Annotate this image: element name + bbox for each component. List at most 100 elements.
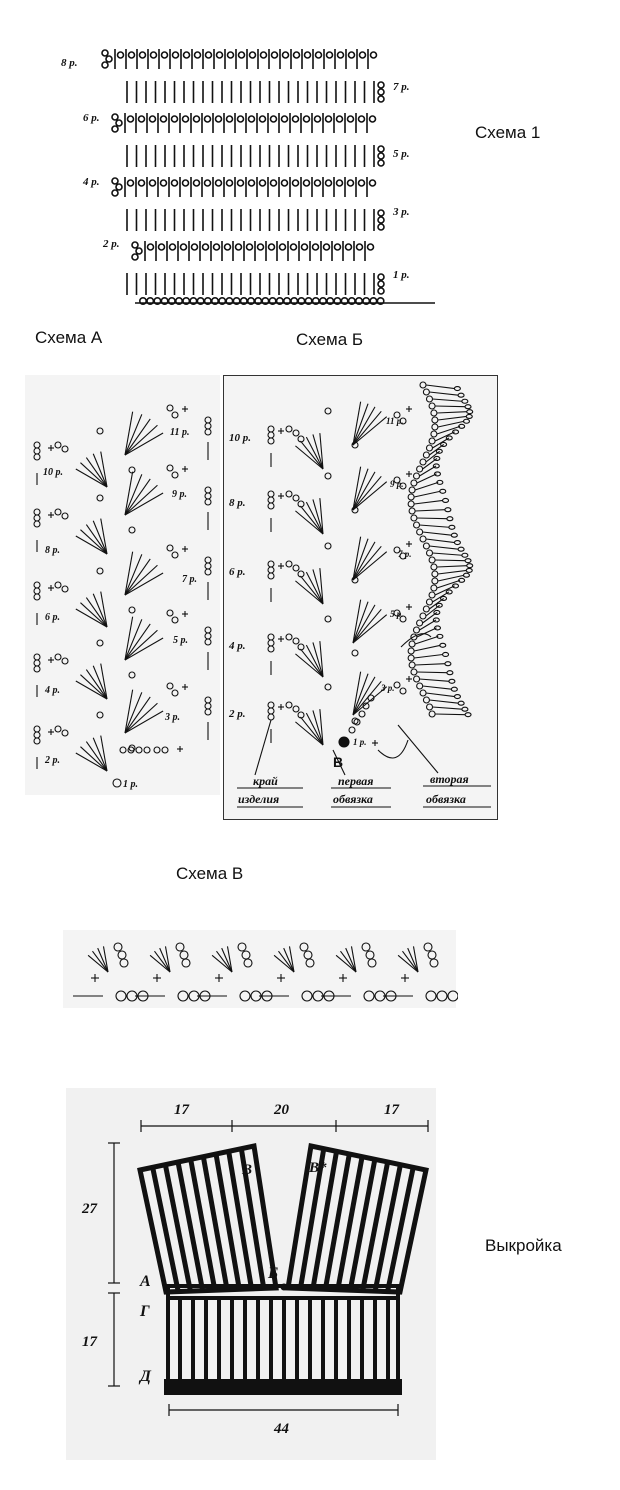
pat-label-g: Г <box>139 1303 150 1320</box>
fan-stitch-line <box>436 565 467 568</box>
pat-dim-top-left: 17 <box>174 1102 190 1118</box>
chain-stitch-symbol <box>203 179 212 187</box>
chain-stitch-symbol <box>96 494 104 502</box>
chain-stitch-symbol <box>429 958 439 968</box>
fan-stitch-line <box>407 947 419 973</box>
chain-stitch-symbol <box>407 654 415 662</box>
picot-symbol <box>450 532 458 538</box>
fan-stitch-line <box>100 518 108 555</box>
fan-stitch-line <box>412 946 419 973</box>
picot-symbol <box>433 471 442 477</box>
chain-stitch-symbol <box>33 587 41 595</box>
chain-stitch-symbol <box>166 609 174 617</box>
chain-stitch-symbol <box>399 552 407 560</box>
s1-row-1: 1 р. <box>393 269 410 281</box>
fan-stitch-line <box>416 517 447 520</box>
sb-row-2: 2 р. <box>228 708 246 720</box>
fan-stitch-line <box>305 712 324 746</box>
sb-fan-9: 9 р. <box>390 479 404 489</box>
fan-stitch-line <box>312 499 324 535</box>
fan-stitch-line <box>124 616 134 661</box>
fan-stitch-line <box>352 410 382 446</box>
chain-stitch-symbol <box>428 710 436 718</box>
fan-stitch-line <box>352 673 369 716</box>
picot-symbol <box>457 546 465 552</box>
leader-line <box>332 749 346 776</box>
chain-stitch-symbol <box>153 746 161 754</box>
fan-stitch-line <box>300 440 324 470</box>
chain-stitch-symbol <box>149 51 158 59</box>
chain-stitch-symbol <box>148 179 157 187</box>
chain-stitch-symbol <box>335 179 344 187</box>
scheme-1-chart: 8 р. 7 р. 6 р. 5 р. 4 р. 3 р. 2 р. 1 р. <box>61 49 435 305</box>
fan-stitch-line <box>350 946 357 973</box>
picot-symbol <box>464 558 472 564</box>
chain-stitch-symbol <box>267 639 275 647</box>
picot-symbol <box>457 700 465 706</box>
chain-stitch-symbol <box>393 681 401 689</box>
picot-symbol <box>464 404 472 410</box>
fan-stitch-line <box>300 716 324 746</box>
chain-stitch-symbol <box>412 472 421 480</box>
chain-stitch-symbol <box>318 296 327 305</box>
fan-stitch-line <box>352 538 369 581</box>
fan-stitch-line <box>92 737 108 772</box>
chain-stitch-symbol <box>292 637 300 645</box>
fan-stitch-line <box>419 619 437 631</box>
chain-stitch-symbol <box>204 562 212 570</box>
fan-stitch-line <box>425 538 455 544</box>
fan-stitch-line <box>340 950 357 973</box>
chain-stitch-symbol <box>302 179 311 187</box>
sb-row-4: 4 р. <box>228 640 246 652</box>
fan-stitch-line <box>102 946 109 973</box>
chain-stitch-symbol <box>416 528 424 536</box>
sb-caption-first-1: первая <box>338 774 373 788</box>
pat-label-b: Б <box>267 1265 278 1282</box>
fan-stitch-line <box>414 481 439 491</box>
chain-stitch-symbol <box>261 296 270 305</box>
chain-stitch-symbol <box>285 490 293 498</box>
chain-stitch-symbol <box>111 113 119 121</box>
picot-symbol <box>439 642 447 648</box>
chain-stitch-symbol <box>299 942 309 952</box>
chain-stitch-symbol <box>54 725 62 733</box>
sb-caption-first-2: обвязка <box>333 792 373 806</box>
chain-stitch-symbol <box>128 526 136 534</box>
chain-stitch-symbol <box>33 731 41 739</box>
chain-stitch-symbol <box>119 746 127 754</box>
chain-stitch-symbol <box>96 711 104 719</box>
chain-stitch-symbol <box>413 675 421 683</box>
picot-symbol <box>461 552 469 558</box>
chain-stitch-symbol <box>436 990 448 1002</box>
start-point-dot <box>338 736 350 748</box>
fan-stitch-line <box>352 604 376 644</box>
chain-stitch-symbol <box>101 49 109 57</box>
stripe-line <box>238 1148 267 1289</box>
fan-stitch-line <box>352 614 388 644</box>
chain-stitch-symbol <box>204 492 212 500</box>
chain-stitch-symbol <box>237 942 247 952</box>
chain-stitch-symbol <box>267 490 275 498</box>
picot-symbol <box>451 583 460 589</box>
chain-stitch-symbol <box>204 626 212 634</box>
chain-stitch-symbol <box>367 694 375 702</box>
fan-stitch-line <box>278 950 295 973</box>
fan-stitch-line <box>124 432 164 456</box>
leader-line <box>397 724 439 774</box>
stripe-line <box>310 1150 340 1290</box>
fan-stitch-line <box>352 608 382 644</box>
chain-stitch-symbol <box>33 441 41 449</box>
sb-row-8: 8 р. <box>229 497 246 509</box>
picot-symbol <box>448 524 456 530</box>
chain-stitch-symbol <box>314 51 323 59</box>
chain-stitch-symbol <box>313 179 322 187</box>
fan-stitch-line <box>300 575 324 605</box>
picot-symbol <box>464 712 472 718</box>
sa-right-11: 11 р. <box>170 427 189 438</box>
chain-stitch-symbol <box>161 746 169 754</box>
chain-stitch-symbol <box>214 115 223 123</box>
chain-stitch-symbol <box>33 514 41 522</box>
chain-stitch-symbol <box>311 296 320 305</box>
stripe-line <box>188 1158 218 1291</box>
picot-symbol <box>433 609 441 616</box>
